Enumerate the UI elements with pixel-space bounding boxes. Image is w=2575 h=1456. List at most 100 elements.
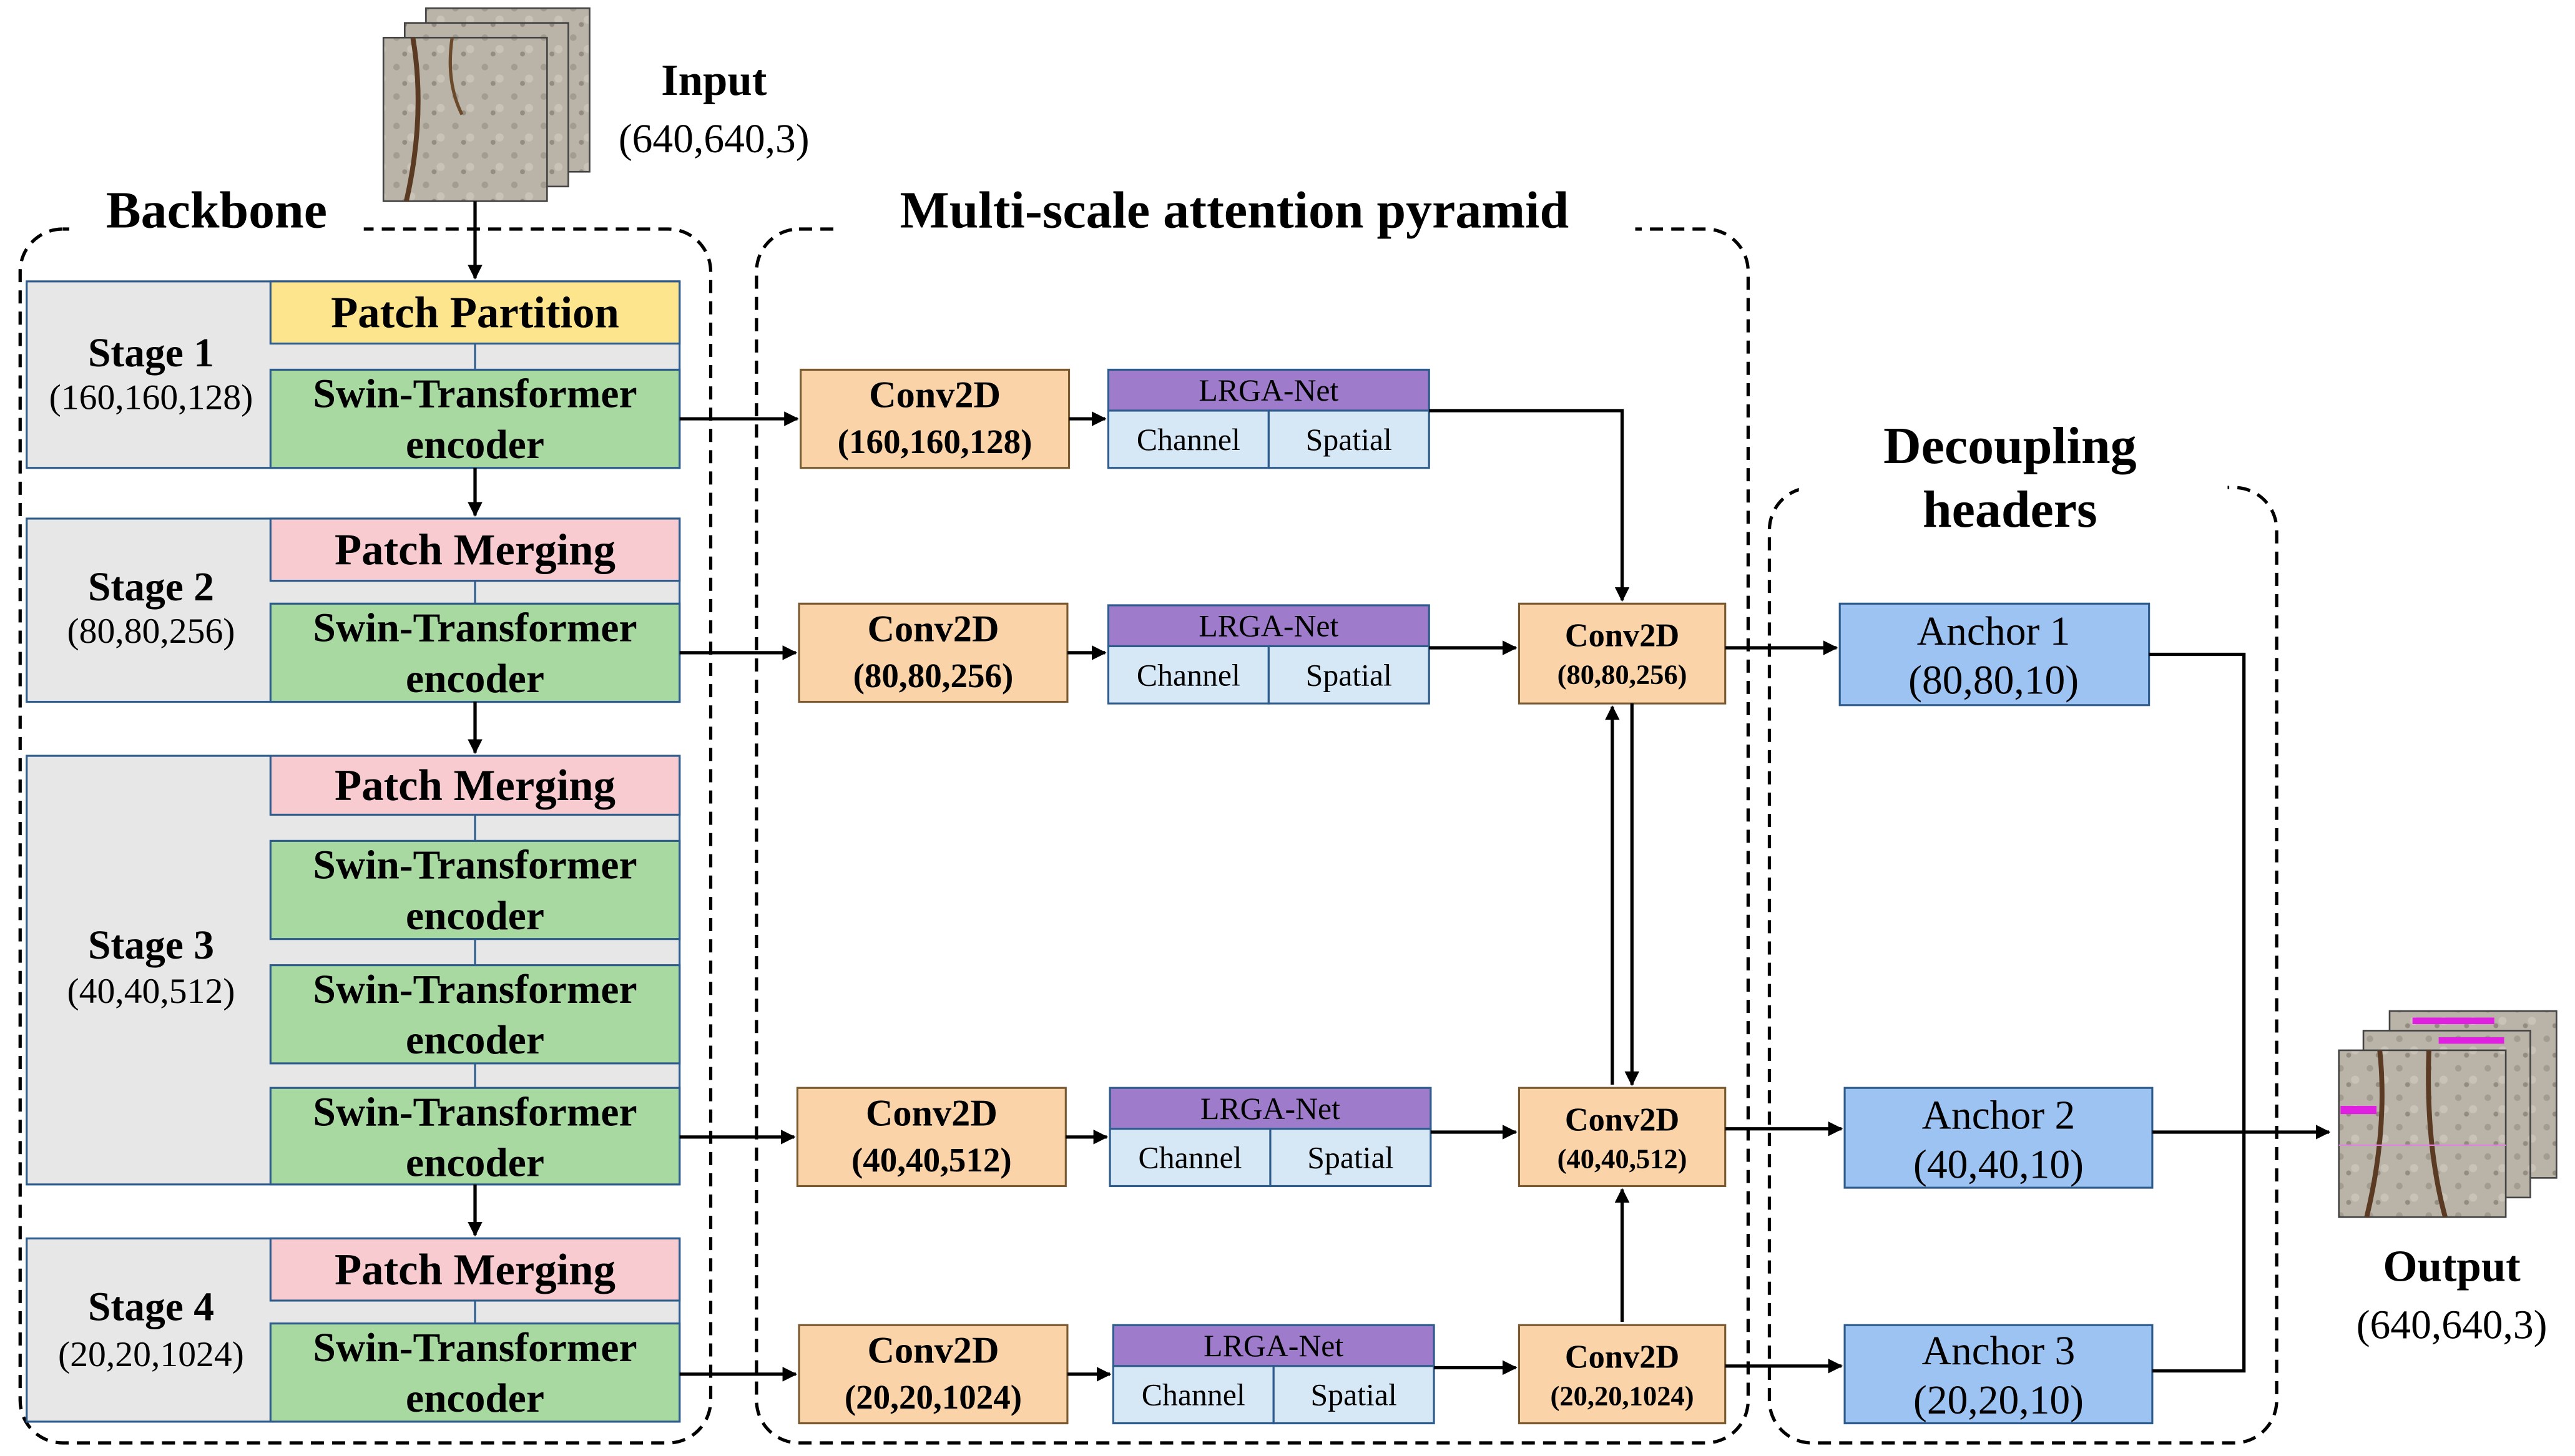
conv-4-shape: (20,20,1024) <box>845 1378 1022 1416</box>
patch-partition-label: Patch Partition <box>331 288 619 337</box>
headers-label-tab <box>1798 428 2228 530</box>
headers-label-line2: headers <box>1923 481 2097 539</box>
lrga-block-2: LRGA-Net Channel Spatial <box>1107 604 1430 705</box>
stage-4-shape: (20,20,1024) <box>58 1335 244 1374</box>
lrga-3-spatial: Spatial <box>1307 1141 1393 1175</box>
swin-stage4-line2: encoder <box>406 1376 544 1421</box>
swin-stage3c-line1: Swin-Transformer <box>313 1090 637 1135</box>
lrga-3-channel: Channel <box>1139 1141 1242 1175</box>
swin-block-stage3-a <box>269 839 681 941</box>
swin-block-stage1 <box>269 368 681 469</box>
swin-block-stage2 <box>269 602 681 703</box>
swin-stage4-line1: Swin-Transformer <box>313 1326 637 1370</box>
stage-1: Stage 1 (160,160,128) Patch Partition Sw… <box>26 280 681 469</box>
stage-2: Stage 2 (80,80,256) Patch Merging Swin-T… <box>26 517 681 703</box>
fusion-1-shape: (80,80,256) <box>1557 659 1687 690</box>
backbone-frame <box>18 227 713 1445</box>
conv-3-shape: (40,40,512) <box>851 1141 1012 1179</box>
swin-block-stage4 <box>269 1322 681 1423</box>
swin-stage1-line1: Swin-Transformer <box>313 372 637 417</box>
lrga-4-title: LRGA-Net <box>1204 1329 1343 1363</box>
stage-4: Stage 4 (20,20,1024) Patch Merging Swin-… <box>26 1237 681 1423</box>
lrga-3-title: LRGA-Net <box>1200 1092 1340 1126</box>
stage-1-shape: (160,160,128) <box>49 378 253 417</box>
stage-3-name: Stage 3 <box>88 923 214 968</box>
pyramid-label-tab <box>833 164 1636 259</box>
conv-2-shape: (80,80,256) <box>853 657 1014 695</box>
lrga-2-spatial: Spatial <box>1306 658 1392 692</box>
fusion-1-name: Conv2D <box>1565 617 1679 653</box>
patch-merging-stage2-label: Patch Merging <box>335 525 616 574</box>
output-shape: (640,640,3) <box>2357 1302 2548 1347</box>
anchor-2: Anchor 2 (40,40,10) <box>1843 1087 2154 1189</box>
output-image-stack <box>2338 1010 2558 1218</box>
swin-stage3b-line1: Swin-Transformer <box>313 967 637 1012</box>
lrga-block-3: LRGA-Net Channel Spatial <box>1109 1087 1432 1188</box>
anchor-1: Anchor 1 (80,80,10) <box>1838 602 2151 706</box>
conv-block-4: Conv2D (20,20,1024) <box>798 1324 1069 1425</box>
swin-stage3b-line2: encoder <box>406 1018 544 1063</box>
fusion-3-shape: (20,20,1024) <box>1550 1380 1694 1412</box>
patch-merging-block-stage4 <box>269 1237 681 1302</box>
backbone-label: Backbone <box>106 181 327 239</box>
swin-stage3c-line2: encoder <box>406 1141 544 1186</box>
input-title: Input <box>661 56 767 105</box>
fusion-conv-1: Conv2D (80,80,256) <box>1518 602 1727 705</box>
swin-stage2-line1: Swin-Transformer <box>313 606 637 651</box>
patch-partition-block <box>269 280 681 345</box>
patch-merging-block-stage3 <box>269 755 681 816</box>
conv-2-name: Conv2D <box>867 608 999 650</box>
fusion-conv-2: Conv2D (40,40,512) <box>1518 1087 1727 1188</box>
swin-stage3a-line2: encoder <box>406 894 544 939</box>
lrga-4-spatial: Spatial <box>1311 1378 1397 1412</box>
stage-3-shape: (40,40,512) <box>67 972 235 1011</box>
patch-merging-block-stage2 <box>269 517 681 582</box>
stage-1-name: Stage 1 <box>88 331 214 376</box>
patch-merging-stage3-label: Patch Merging <box>335 761 616 810</box>
lrga-block-1: LRGA-Net Channel Spatial <box>1107 368 1430 469</box>
swin-block-stage3-b <box>269 964 681 1065</box>
stage-3: Stage 3 (40,40,512) Patch Merging Swin-T… <box>26 755 681 1186</box>
lrga-2-title: LRGA-Net <box>1199 609 1338 643</box>
anchor-3-name: Anchor 3 <box>1922 1329 2076 1374</box>
conv-block-1: Conv2D (160,160,128) <box>800 368 1071 469</box>
stage-2-name: Stage 2 <box>88 565 214 610</box>
conv-3-name: Conv2D <box>866 1092 998 1134</box>
fusion-2-shape: (40,40,512) <box>1557 1143 1687 1175</box>
backbone-label-tab <box>69 164 364 259</box>
lrga-4-channel: Channel <box>1142 1378 1245 1412</box>
input-shape: (640,640,3) <box>619 117 810 162</box>
anchor-2-name: Anchor 2 <box>1922 1093 2076 1138</box>
fusion-2-name: Conv2D <box>1565 1102 1679 1138</box>
swin-stage3a-line1: Swin-Transformer <box>313 843 637 888</box>
swin-stage2-line2: encoder <box>406 657 544 701</box>
anchor-1-shape: (80,80,10) <box>1908 658 2079 703</box>
output-title: Output <box>2383 1243 2521 1291</box>
anchor-2-shape: (40,40,10) <box>1913 1142 2084 1187</box>
lrga-1-spatial: Spatial <box>1306 423 1392 457</box>
anchor-1-name: Anchor 1 <box>1917 609 2071 654</box>
lrga-1-channel: Channel <box>1137 423 1240 457</box>
anchor-3: Anchor 3 (20,20,10) <box>1843 1324 2154 1425</box>
conv-1-shape: (160,160,128) <box>838 423 1032 461</box>
fusion-conv-3: Conv2D (20,20,1024) <box>1518 1324 1727 1425</box>
conv-block-2: Conv2D (80,80,256) <box>798 602 1069 703</box>
conv-1-name: Conv2D <box>869 374 1001 416</box>
lrga-2-channel: Channel <box>1137 658 1240 692</box>
anchor-3-shape: (20,20,10) <box>1913 1378 2084 1423</box>
stage-2-shape: (80,80,256) <box>67 612 235 651</box>
conv-4-name: Conv2D <box>867 1330 999 1372</box>
headers-label-line1: Decoupling <box>1883 417 2137 475</box>
headers-frame <box>1767 486 2278 1445</box>
conv-block-3: Conv2D (40,40,512) <box>796 1087 1067 1188</box>
lrga-block-4: LRGA-Net Channel Spatial <box>1112 1324 1435 1425</box>
patch-merging-stage4-label: Patch Merging <box>335 1246 616 1294</box>
lrga-1-title: LRGA-Net <box>1199 373 1338 408</box>
pyramid-label: Multi-scale attention pyramid <box>900 181 1569 239</box>
swin-block-stage3-c <box>269 1087 681 1186</box>
input-image-stack <box>382 7 591 202</box>
swin-stage1-line2: encoder <box>406 423 544 467</box>
stage-4-name: Stage 4 <box>88 1284 214 1329</box>
fusion-3-name: Conv2D <box>1565 1339 1679 1375</box>
